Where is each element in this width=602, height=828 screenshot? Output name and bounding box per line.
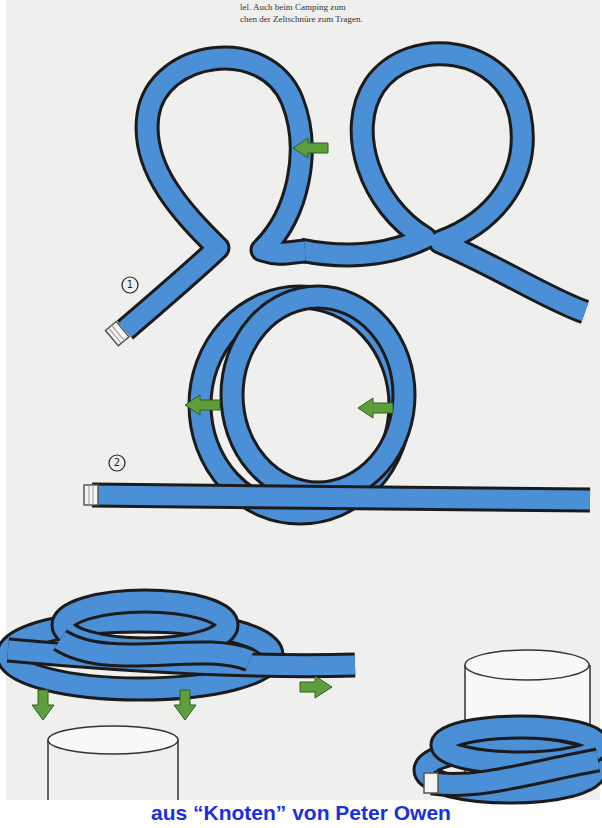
callout-number: 2 xyxy=(109,455,125,471)
page-text: chen der Zeltschnüre zum Tragen. xyxy=(240,14,363,24)
caption: aus “Knoten” von Peter Owen xyxy=(151,801,451,825)
page-text: lel. Auch beim Camping zum xyxy=(240,2,346,12)
callout-number: 1 xyxy=(122,277,138,293)
